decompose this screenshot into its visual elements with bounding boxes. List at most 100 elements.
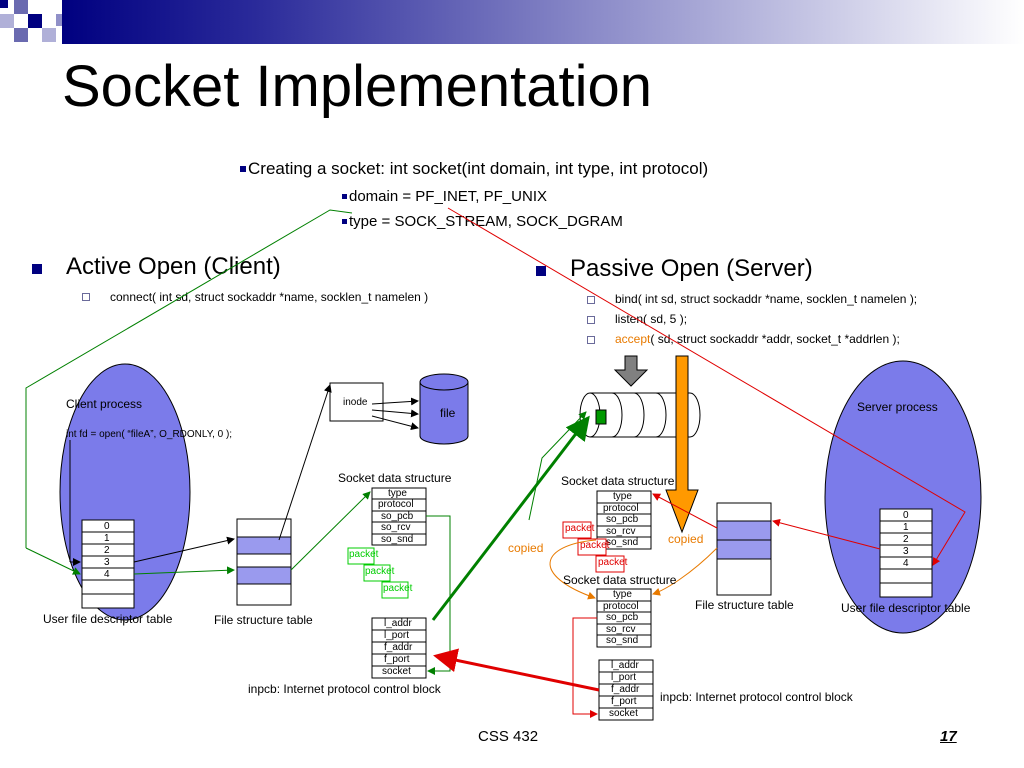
hollow-bullet-icon xyxy=(587,316,595,324)
socket-field: so_rcv xyxy=(606,526,636,537)
packet-label: packet xyxy=(598,557,628,568)
open-call-label: int fd = open( “fileA”, O_RDONLY, 0 ); xyxy=(66,429,233,440)
fd-index: 4 xyxy=(104,569,110,580)
socket-call-text: Creating a socket: int socket(int domain… xyxy=(248,159,709,178)
fd-index: 2 xyxy=(104,545,110,556)
packet-label: packet xyxy=(580,540,610,551)
type-bullet: type = SOCK_STREAM, SOCK_DGRAM xyxy=(342,213,623,230)
client-inpcb-label: inpcb: Internet protocol control block xyxy=(248,682,441,696)
socket-field: so_pcb xyxy=(606,612,639,623)
hollow-bullet-icon xyxy=(587,296,595,304)
accept-call: accept( sd, struct sockaddr *addr, socke… xyxy=(615,332,900,346)
client-heading: Active Open (Client) xyxy=(66,253,281,280)
socket-field: so_rcv xyxy=(381,522,411,533)
socket-field: so_snd xyxy=(606,635,639,646)
packet-label: packet xyxy=(365,566,395,577)
fd-index: 3 xyxy=(104,557,110,568)
client-socket-struct xyxy=(371,487,427,546)
bullet-square-icon xyxy=(32,264,42,274)
inpcb-field: f_port xyxy=(611,696,637,707)
inpcb-field: f_addr xyxy=(384,642,413,653)
socket-field: so_pcb xyxy=(381,511,414,522)
socket-field: type xyxy=(613,491,632,502)
server-process-ellipse xyxy=(824,360,982,634)
server-inpcb-label: inpcb: Internet protocol control block xyxy=(660,690,853,704)
bullet-square-icon xyxy=(536,266,546,276)
server-socket-struct-bottom xyxy=(596,588,652,648)
listen-queue-cylinder xyxy=(579,392,701,438)
copied-label-right: copied xyxy=(668,532,704,546)
bullet-square-icon xyxy=(342,194,347,199)
socket-field: type xyxy=(388,488,407,499)
server-socket-struct-label-top: Socket data structure xyxy=(561,474,675,488)
type-text: type = SOCK_STREAM, SOCK_DGRAM xyxy=(349,213,623,230)
fd-index: 0 xyxy=(104,521,110,532)
socket-field: so_rcv xyxy=(606,624,636,635)
client-packets xyxy=(347,547,409,599)
socket-field: so_snd xyxy=(381,534,414,545)
socket-field: protocol xyxy=(603,601,639,612)
slide-title: Socket Implementation xyxy=(62,54,652,119)
inpcb-field: l_addr xyxy=(611,660,639,671)
socket-call-bullet: Creating a socket: int socket(int domain… xyxy=(240,159,708,179)
domain-text: domain = PF_INET, PF_UNIX xyxy=(349,188,547,205)
client-inpcb xyxy=(371,617,427,679)
inpcb-field: l_port xyxy=(611,672,637,683)
server-process-label: Server process xyxy=(857,400,938,414)
server-socket-struct-label-bottom: Socket data structure xyxy=(563,573,677,587)
bullet-square-icon xyxy=(240,166,246,172)
inpcb-field: l_addr xyxy=(384,618,412,629)
listen-call: listen( sd, 5 ); xyxy=(615,312,688,326)
fd-index: 1 xyxy=(903,522,909,533)
socket-field: so_snd xyxy=(606,537,639,548)
bullet-square-icon xyxy=(342,219,347,224)
domain-bullet: domain = PF_INET, PF_UNIX xyxy=(342,188,547,205)
socket-field: protocol xyxy=(603,503,639,514)
inpcb-field: f_addr xyxy=(611,684,640,695)
socket-field: protocol xyxy=(378,499,414,510)
packet-label: packet xyxy=(349,549,379,560)
client-file-structure-table xyxy=(236,518,292,606)
page-number: 17 xyxy=(940,728,957,745)
fd-index: 1 xyxy=(104,533,110,544)
accept-args: ( sd, struct sockaddr *addr, socket_t *a… xyxy=(650,332,900,346)
packet-label: packet xyxy=(383,583,413,594)
socket-field: so_pcb xyxy=(606,514,639,525)
server-fd-table xyxy=(879,508,933,598)
hollow-bullet-icon xyxy=(587,336,595,344)
listen-arrow xyxy=(613,355,649,387)
inode-label: inode xyxy=(343,397,368,408)
client-process-label: Client process xyxy=(66,397,143,411)
server-inpcb xyxy=(598,659,654,721)
bind-call: bind( int sd, struct sockaddr *name, soc… xyxy=(615,292,918,306)
fd-index: 2 xyxy=(903,534,909,545)
client-fd-table xyxy=(81,519,135,609)
inpcb-field: f_port xyxy=(384,654,410,665)
server-heading: Passive Open (Server) xyxy=(570,255,813,282)
client-socket-struct-label: Socket data structure xyxy=(338,471,452,485)
copied-label-left: copied xyxy=(508,541,544,555)
inpcb-field: socket xyxy=(609,708,638,719)
footer-course: CSS 432 xyxy=(478,728,539,745)
accept-keyword: accept xyxy=(615,332,651,346)
socket-field: type xyxy=(613,589,632,600)
inpcb-field: l_port xyxy=(384,630,410,641)
fd-index: 4 xyxy=(903,558,909,569)
packet-label: packet xyxy=(565,523,595,534)
client-fd-table-label: User file descriptor table xyxy=(43,612,173,626)
inode-box xyxy=(329,382,384,422)
server-file-structure-table xyxy=(716,502,772,596)
fd-index: 3 xyxy=(903,546,909,557)
inpcb-field: socket xyxy=(382,666,411,677)
file-cylinder xyxy=(419,373,469,445)
hollow-bullet-icon xyxy=(82,293,90,301)
connect-call: connect( int sd, struct sockaddr *name, … xyxy=(110,290,429,304)
client-file-table-label: File structure table xyxy=(214,613,313,627)
file-label: file xyxy=(440,406,456,420)
server-packets xyxy=(562,521,625,573)
server-file-table-label: File structure table xyxy=(695,598,794,612)
accept-arrow xyxy=(665,355,699,534)
fd-index: 0 xyxy=(903,510,909,521)
title-gradient-bar xyxy=(62,0,1024,44)
